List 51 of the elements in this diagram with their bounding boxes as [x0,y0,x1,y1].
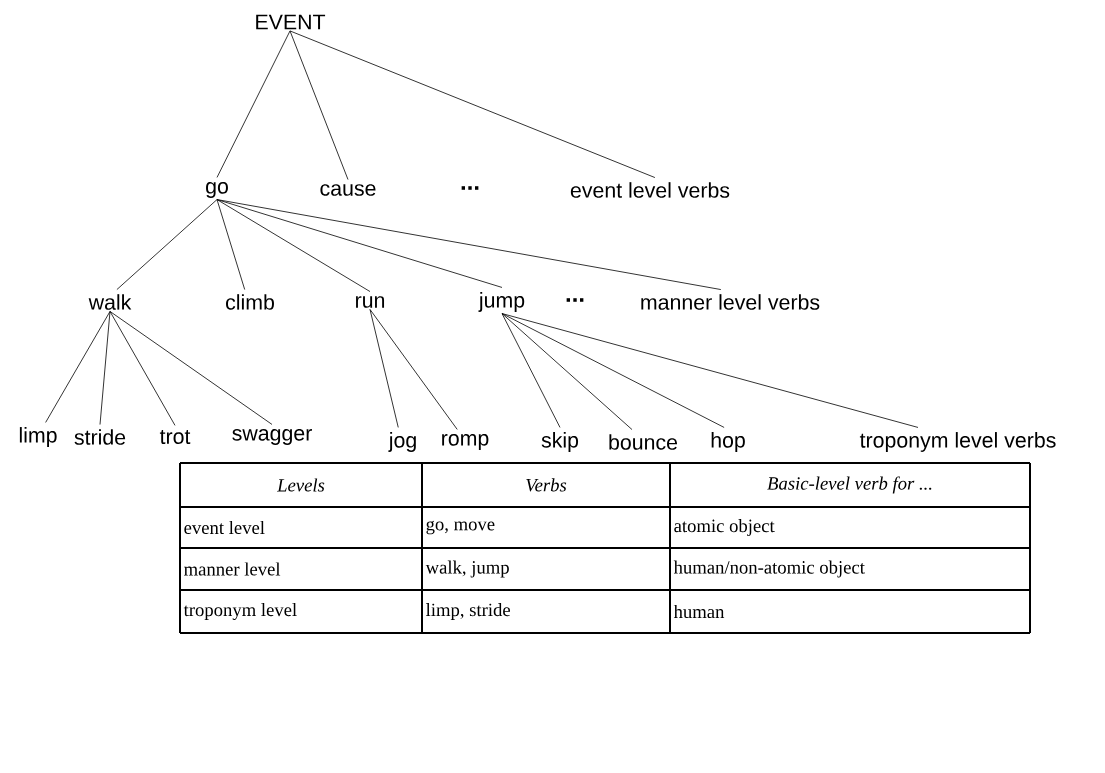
word-label: manner level verbs [641,294,820,310]
word-label: jog [388,432,416,452]
table-text: limp, stride [426,603,510,620]
branch-line [216,199,246,290]
word-label: bounce [609,434,678,450]
branch-line [216,30,291,178]
table-text: human/non-atomic object [673,560,865,578]
branch-line [116,199,218,290]
branch-line [109,311,176,426]
branch-line [501,313,919,428]
table-text: event level [184,520,265,535]
word-label: event level verbs [570,182,730,198]
branch-line [501,313,633,430]
word-label: skip [541,432,579,452]
table-header: Verbs [526,478,567,492]
branch-line [369,309,399,428]
table-header: Levels [276,478,325,492]
table-text: troponym level [183,603,297,620]
table-text: manner level [184,562,281,576]
branch-line [109,311,273,425]
word-label: jump [478,292,525,312]
word-label: cause [320,184,376,196]
table-text: go, move [426,520,495,535]
branch-line [289,30,656,178]
branch-line [99,311,111,425]
word-label: climb [226,294,274,310]
table-text: human [673,604,725,619]
branch-line [369,309,458,430]
branch-line [501,313,725,428]
word-label: walk [88,294,132,310]
table-header: Basic-level verb for ... [767,476,932,494]
table-text: atomic object [674,519,775,536]
branch-line [501,313,561,428]
word-label: romp [442,434,489,450]
word-label: swagger [232,429,312,445]
ellipsis: ... [566,298,584,302]
branch-line [289,30,349,180]
ellipsis: ... [461,186,479,190]
word-label: troponym level verbs [859,432,1056,452]
word-label: trot [159,430,191,444]
word-label: limp [19,427,57,447]
table-text: walk, jump [425,560,509,578]
branch-line [216,199,722,290]
branch-line [216,199,371,292]
branch-line [45,311,111,423]
word-label: run [356,296,385,308]
word-label: go [206,182,228,198]
branch-line [216,199,503,288]
word-label: EVENT [256,14,326,30]
word-label: stride [74,429,126,445]
word-label: hop [711,432,745,452]
